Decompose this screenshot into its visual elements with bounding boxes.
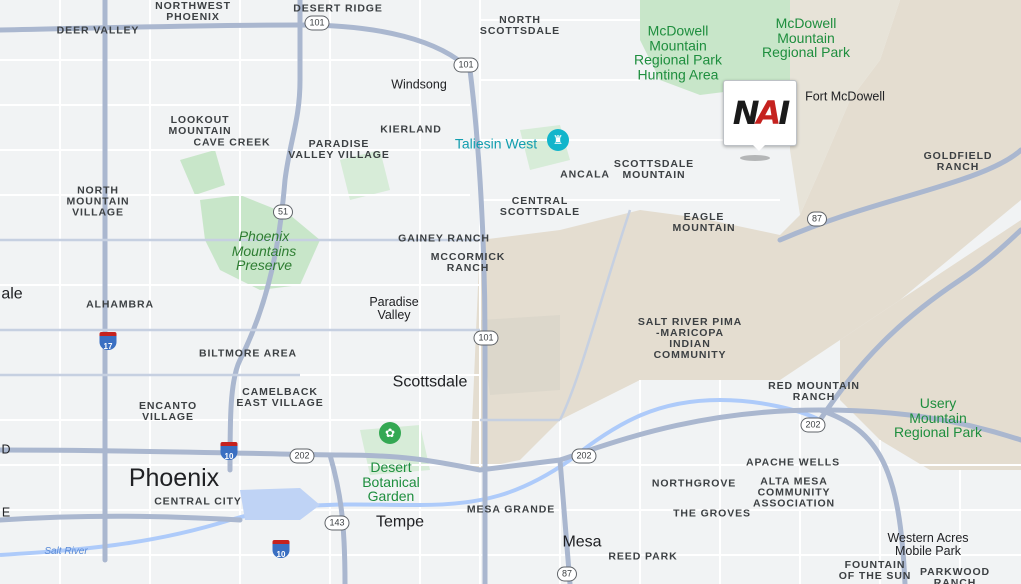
label-mesa-grande: MESA GRANDE [466,503,556,516]
route-143-shield-icon: 143 [324,515,350,531]
label-north-mountain-village: NORTH MOUNTAIN VILLAGE [66,184,130,219]
label-northwest-phoenix: NORTHWEST PHOENIX [155,0,231,23]
label-central-city: CENTRAL CITY [154,495,242,508]
park-patch [340,150,390,200]
label-edge-d: D [1,442,11,457]
label-paradise-valley: Paradise Valley [369,294,419,322]
label-western-acres: Western Acres Mobile Park [887,530,969,558]
reservation-patch [480,315,560,395]
nai-logo-icon: NAI [732,94,790,132]
logo-letter-a: A [756,94,782,132]
label-fort-mcdowell: Fort McDowell [805,89,885,104]
route-101-shield-icon: 101 [304,15,330,31]
garden-pin-icon[interactable]: ✿ [379,422,401,444]
label-reed-park: REED PARK [608,550,678,563]
marker-tail [751,143,767,151]
label-eagle-mountain: EAGLE MOUNTAIN [672,210,736,234]
label-mccormick-ranch: MCCORMICK RANCH [430,250,506,274]
label-camelback-east-village: CAMELBACK EAST VILLAGE [236,385,324,409]
label-north-scottsdale: NORTH SCOTTSDALE [479,13,561,37]
museum-pin-icon[interactable]: ♜ [547,129,569,151]
nai-logo-box[interactable]: NAI [723,80,797,146]
arterials [0,209,632,422]
label-salt-river-pima: SALT RIVER PIMA -MARICOPA INDIAN COMMUNI… [637,315,743,362]
label-edge-e: E [1,505,11,520]
label-ancala: ANCALA [560,168,610,181]
marker-shadow [740,155,770,161]
mountain-area [790,0,900,215]
reservation-area [470,0,1021,470]
nai-location-marker[interactable]: NAI [723,80,797,151]
label-taliesin-west[interactable]: Taliesin West [454,135,538,152]
label-deer-valley: DEER VALLEY [56,24,140,37]
label-mesa: Mesa [562,533,602,551]
label-scottsdale: Scottsdale [392,373,468,391]
interstate-10-shield-icon: 10 [272,540,290,559]
route-87-shield-icon: 87 [556,566,578,582]
label-desert-botanical-garden[interactable]: Desert Botanical Garden [362,458,420,505]
route-202-shield-icon: 202 [800,417,826,433]
label-scottsdale-mountain: SCOTTSDALE MOUNTAIN [613,157,695,181]
park-patch [360,425,430,475]
label-fountain-of-the-sun: FOUNTAIN OF THE SUN [838,558,912,582]
label-edge-ale: ale [1,285,23,303]
label-desert-ridge: DESERT RIDGE [293,2,383,15]
label-parkwood-ranch: PARKWOOD RANCH [920,565,990,584]
label-cave-creek: CAVE CREEK [193,136,271,149]
mcdowell-park-area [640,0,790,95]
route-202-shield-icon: 202 [571,448,597,464]
label-kierland: KIERLAND [380,123,442,136]
label-biltmore-area: BILTMORE AREA [198,347,298,360]
label-mcdowell-hunting-area: McDowell Mountain Regional Park Hunting … [634,22,722,83]
label-usery-mountain-regional-park: Usery Mountain Regional Park [894,394,982,441]
logo-letter-n: N [732,94,760,132]
logo-letter-i: I [778,94,790,132]
route-101-shield-icon: 101 [473,330,499,346]
label-red-mountain-ranch: RED MOUNTAIN RANCH [768,379,860,403]
salt-river [0,397,821,557]
route-202-shield-icon: 202 [289,448,315,464]
label-gainey-ranch: GAINEY RANCH [398,232,490,245]
tempe-town-lake [240,488,320,520]
label-salt-river: Salt River [44,545,88,557]
label-windsong: Windsong [391,77,447,92]
label-tempe: Tempe [375,513,425,531]
label-phoenix: Phoenix [128,463,220,492]
label-central-scottsdale: CENTRAL SCOTTSDALE [499,194,581,218]
label-the-groves: THE GROVES [673,507,751,520]
park-patch [180,150,225,195]
label-apache-wells: APACHE WELLS [745,456,841,469]
route-101-shield-icon: 101 [453,57,479,73]
route-51-shield-icon: 51 [272,204,294,220]
label-alta-mesa: ALTA MESA COMMUNITY ASSOCIATION [752,475,836,510]
label-phoenix-mountains-preserve: Phoenix Mountains Preserve [231,227,297,274]
phoenix-mountains-area [200,195,320,290]
label-northgrove: NORTHGROVE [651,477,737,490]
interstate-17-shield-icon: 17 [99,332,117,351]
label-paradise-valley-village: PARADISE VALLEY VILLAGE [288,137,390,161]
usery-area [840,220,1021,470]
label-encanto-village: ENCANTO VILLAGE [138,399,198,423]
label-mcdowell-regional-park: McDowell Mountain Regional Park [762,14,850,61]
route-87-shield-icon: 87 [806,211,828,227]
label-lookout-mountain: LOOKOUT MOUNTAIN [168,113,232,137]
label-goldfield-ranch: GOLDFIELD RANCH [923,149,993,173]
label-alhambra: ALHAMBRA [86,298,154,311]
interstate-10-shield-icon: 10 [220,442,238,461]
